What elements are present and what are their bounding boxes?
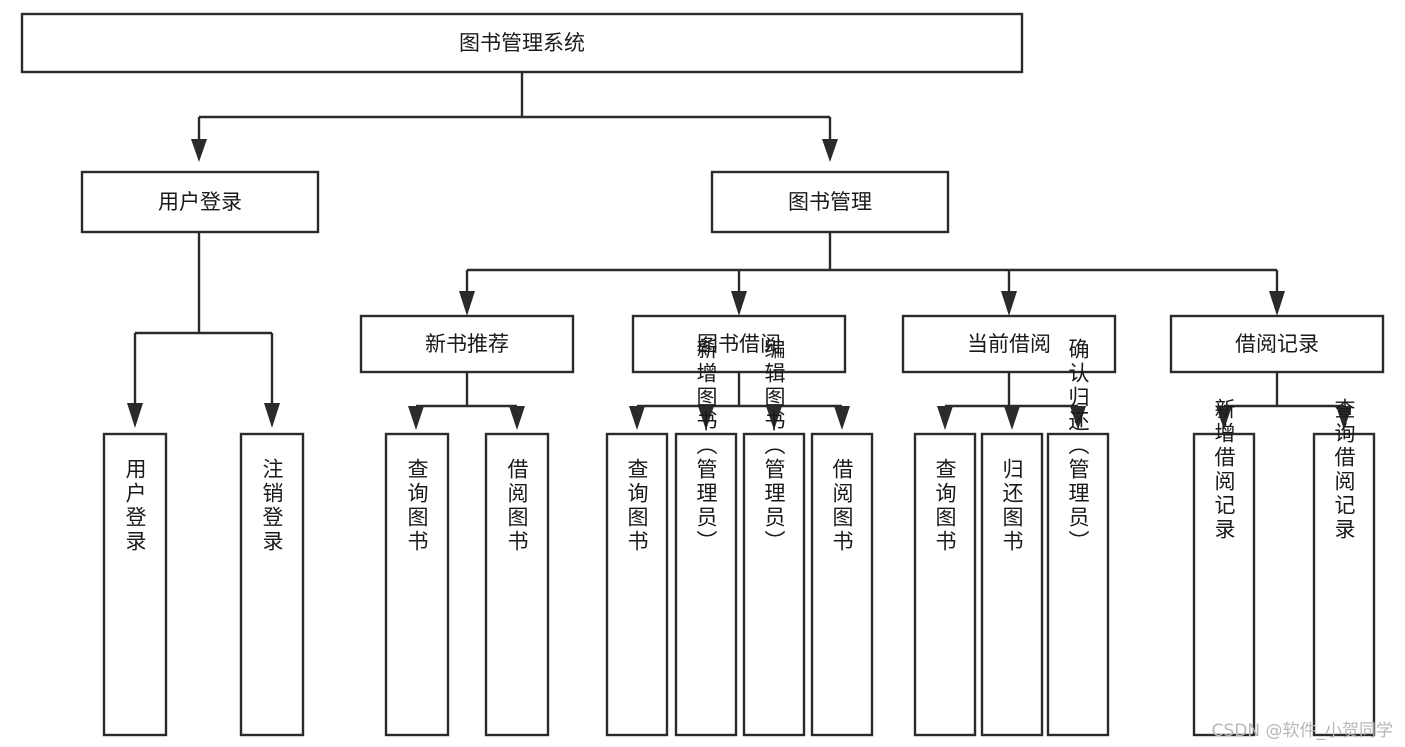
arrow-current-leaf0: [937, 406, 953, 430]
node-new-book-recommend-box[interactable]: [359, 314, 575, 374]
arrow-current-leaf1: [1004, 406, 1020, 430]
node-user-login[interactable]: 用户登录: [80, 170, 320, 234]
node-book-borrow-label: 图书借阅: [697, 332, 781, 356]
node-current-borrow[interactable]: 当前借阅: [901, 314, 1117, 374]
arrow-record-leaf0: [1216, 406, 1232, 430]
node-book-management[interactable]: 图书管理: [710, 170, 950, 234]
node-current-borrow-box[interactable]: [901, 314, 1117, 374]
leaf-current-borrow-1-label: 归还图书: [1000, 458, 1024, 554]
leaf-user-login-0-box[interactable]: [102, 432, 168, 737]
csdn-watermark: CSDN @软件_小贺同学: [1211, 721, 1393, 741]
node-new-book-recommend-label: 新书推荐: [425, 332, 509, 356]
leaf-current-borrow-0-label: 查询图书: [933, 458, 957, 554]
node-current-borrow-label: 当前借阅: [967, 332, 1051, 356]
node-user-login-label: 用户登录: [158, 190, 242, 214]
arrow-bookmgmt-to-record: [1269, 291, 1285, 316]
node-new-book-recommend[interactable]: 新书推荐: [359, 314, 575, 374]
leaf-user-login-1[interactable]: 注销登录: [239, 432, 305, 737]
leaf-book-borrow-1-box[interactable]: [674, 432, 738, 737]
arrow-borrow-leaf0: [629, 406, 645, 430]
leaf-borrow-record-1[interactable]: 查询借阅记录: [1312, 398, 1376, 737]
leaf-current-borrow-2-label: 确认归还（管理员）: [1066, 338, 1090, 554]
leaf-book-borrow-0-box[interactable]: [605, 432, 669, 737]
arrow-newbook-leaf0: [408, 406, 424, 430]
leaf-current-borrow-2-box[interactable]: [1046, 432, 1110, 737]
leaf-new-book-1-label: 借阅图书: [505, 458, 529, 554]
arrow-root-to-user-login: [191, 139, 207, 162]
leaf-current-borrow-2[interactable]: 确认归还（管理员）: [1046, 338, 1110, 737]
node-user-login-box[interactable]: [80, 170, 320, 234]
leaf-book-borrow-3[interactable]: 借阅图书: [810, 432, 874, 737]
leaf-book-borrow-2-box[interactable]: [742, 432, 806, 737]
leaf-current-borrow-1[interactable]: 归还图书: [980, 432, 1044, 737]
node-root-box[interactable]: [20, 12, 1024, 74]
leaf-user-login-0-label: 用户登录: [123, 458, 147, 554]
leaf-current-borrow-0-box[interactable]: [913, 432, 977, 737]
arrow-userlogin-leaf0: [127, 403, 143, 428]
leaf-current-borrow-0[interactable]: 查询图书: [913, 432, 977, 737]
leaf-user-login-0[interactable]: 用户登录: [102, 432, 168, 737]
leaf-borrow-record-0-box[interactable]: [1192, 432, 1256, 737]
leaf-new-book-0-label: 查询图书: [405, 458, 429, 554]
leaf-new-book-1[interactable]: 借阅图书: [484, 432, 550, 737]
leaf-user-login-1-label: 注销登录: [260, 458, 284, 554]
leaf-current-borrow-1-box[interactable]: [980, 432, 1044, 737]
arrow-current-leaf2: [1070, 406, 1086, 430]
leaf-book-borrow-0[interactable]: 查询图书: [605, 432, 669, 737]
leaf-book-borrow-2-label: 编辑图书（管理员）: [762, 338, 786, 554]
leaf-borrow-record-1-label: 查询借阅记录: [1332, 398, 1356, 542]
node-book-management-label: 图书管理: [788, 190, 872, 214]
node-borrow-record-label: 借阅记录: [1235, 332, 1319, 356]
leaf-book-borrow-1-label: 新增图书（管理员）: [694, 338, 718, 554]
arrow-userlogin-leaf1: [264, 403, 280, 428]
arrow-bookmgmt-to-newbook: [459, 291, 475, 316]
node-book-borrow[interactable]: 图书借阅: [631, 314, 847, 374]
node-root-label: 图书管理系统: [459, 31, 585, 55]
leaf-book-borrow-0-label: 查询图书: [625, 458, 649, 554]
arrow-borrow-leaf2: [766, 406, 782, 430]
leaf-new-book-0[interactable]: 查询图书: [384, 432, 450, 737]
node-book-management-box[interactable]: [710, 170, 950, 234]
leaf-book-borrow-1[interactable]: 新增图书（管理员）: [674, 338, 738, 737]
leaf-book-borrow-3-box[interactable]: [810, 432, 874, 737]
leaf-book-borrow-2[interactable]: 编辑图书（管理员）: [742, 338, 806, 737]
node-book-borrow-box[interactable]: [631, 314, 847, 374]
node-root[interactable]: 图书管理系统: [20, 12, 1024, 74]
arrow-record-leaf1: [1336, 406, 1352, 430]
leaf-borrow-record-1-box[interactable]: [1312, 432, 1376, 737]
leaf-borrow-record-0-label: 新增借阅记录: [1212, 398, 1236, 542]
leaf-book-borrow-3-label: 借阅图书: [830, 458, 854, 554]
leaf-borrow-record-0[interactable]: 新增借阅记录: [1192, 398, 1256, 737]
node-borrow-record-box[interactable]: [1169, 314, 1385, 374]
leaf-new-book-1-box[interactable]: [484, 432, 550, 737]
arrow-bookmgmt-to-borrow: [731, 291, 747, 316]
node-borrow-record[interactable]: 借阅记录: [1169, 314, 1385, 374]
arrow-root-to-book-mgmt: [822, 139, 838, 162]
leaf-user-login-1-box[interactable]: [239, 432, 305, 737]
leaf-new-book-0-box[interactable]: [384, 432, 450, 737]
arrow-borrow-leaf3: [834, 406, 850, 430]
arrow-borrow-leaf1: [698, 406, 714, 430]
arrow-newbook-leaf1: [509, 406, 525, 430]
arrow-bookmgmt-to-current: [1001, 291, 1017, 316]
connector-layer: [127, 72, 1352, 430]
